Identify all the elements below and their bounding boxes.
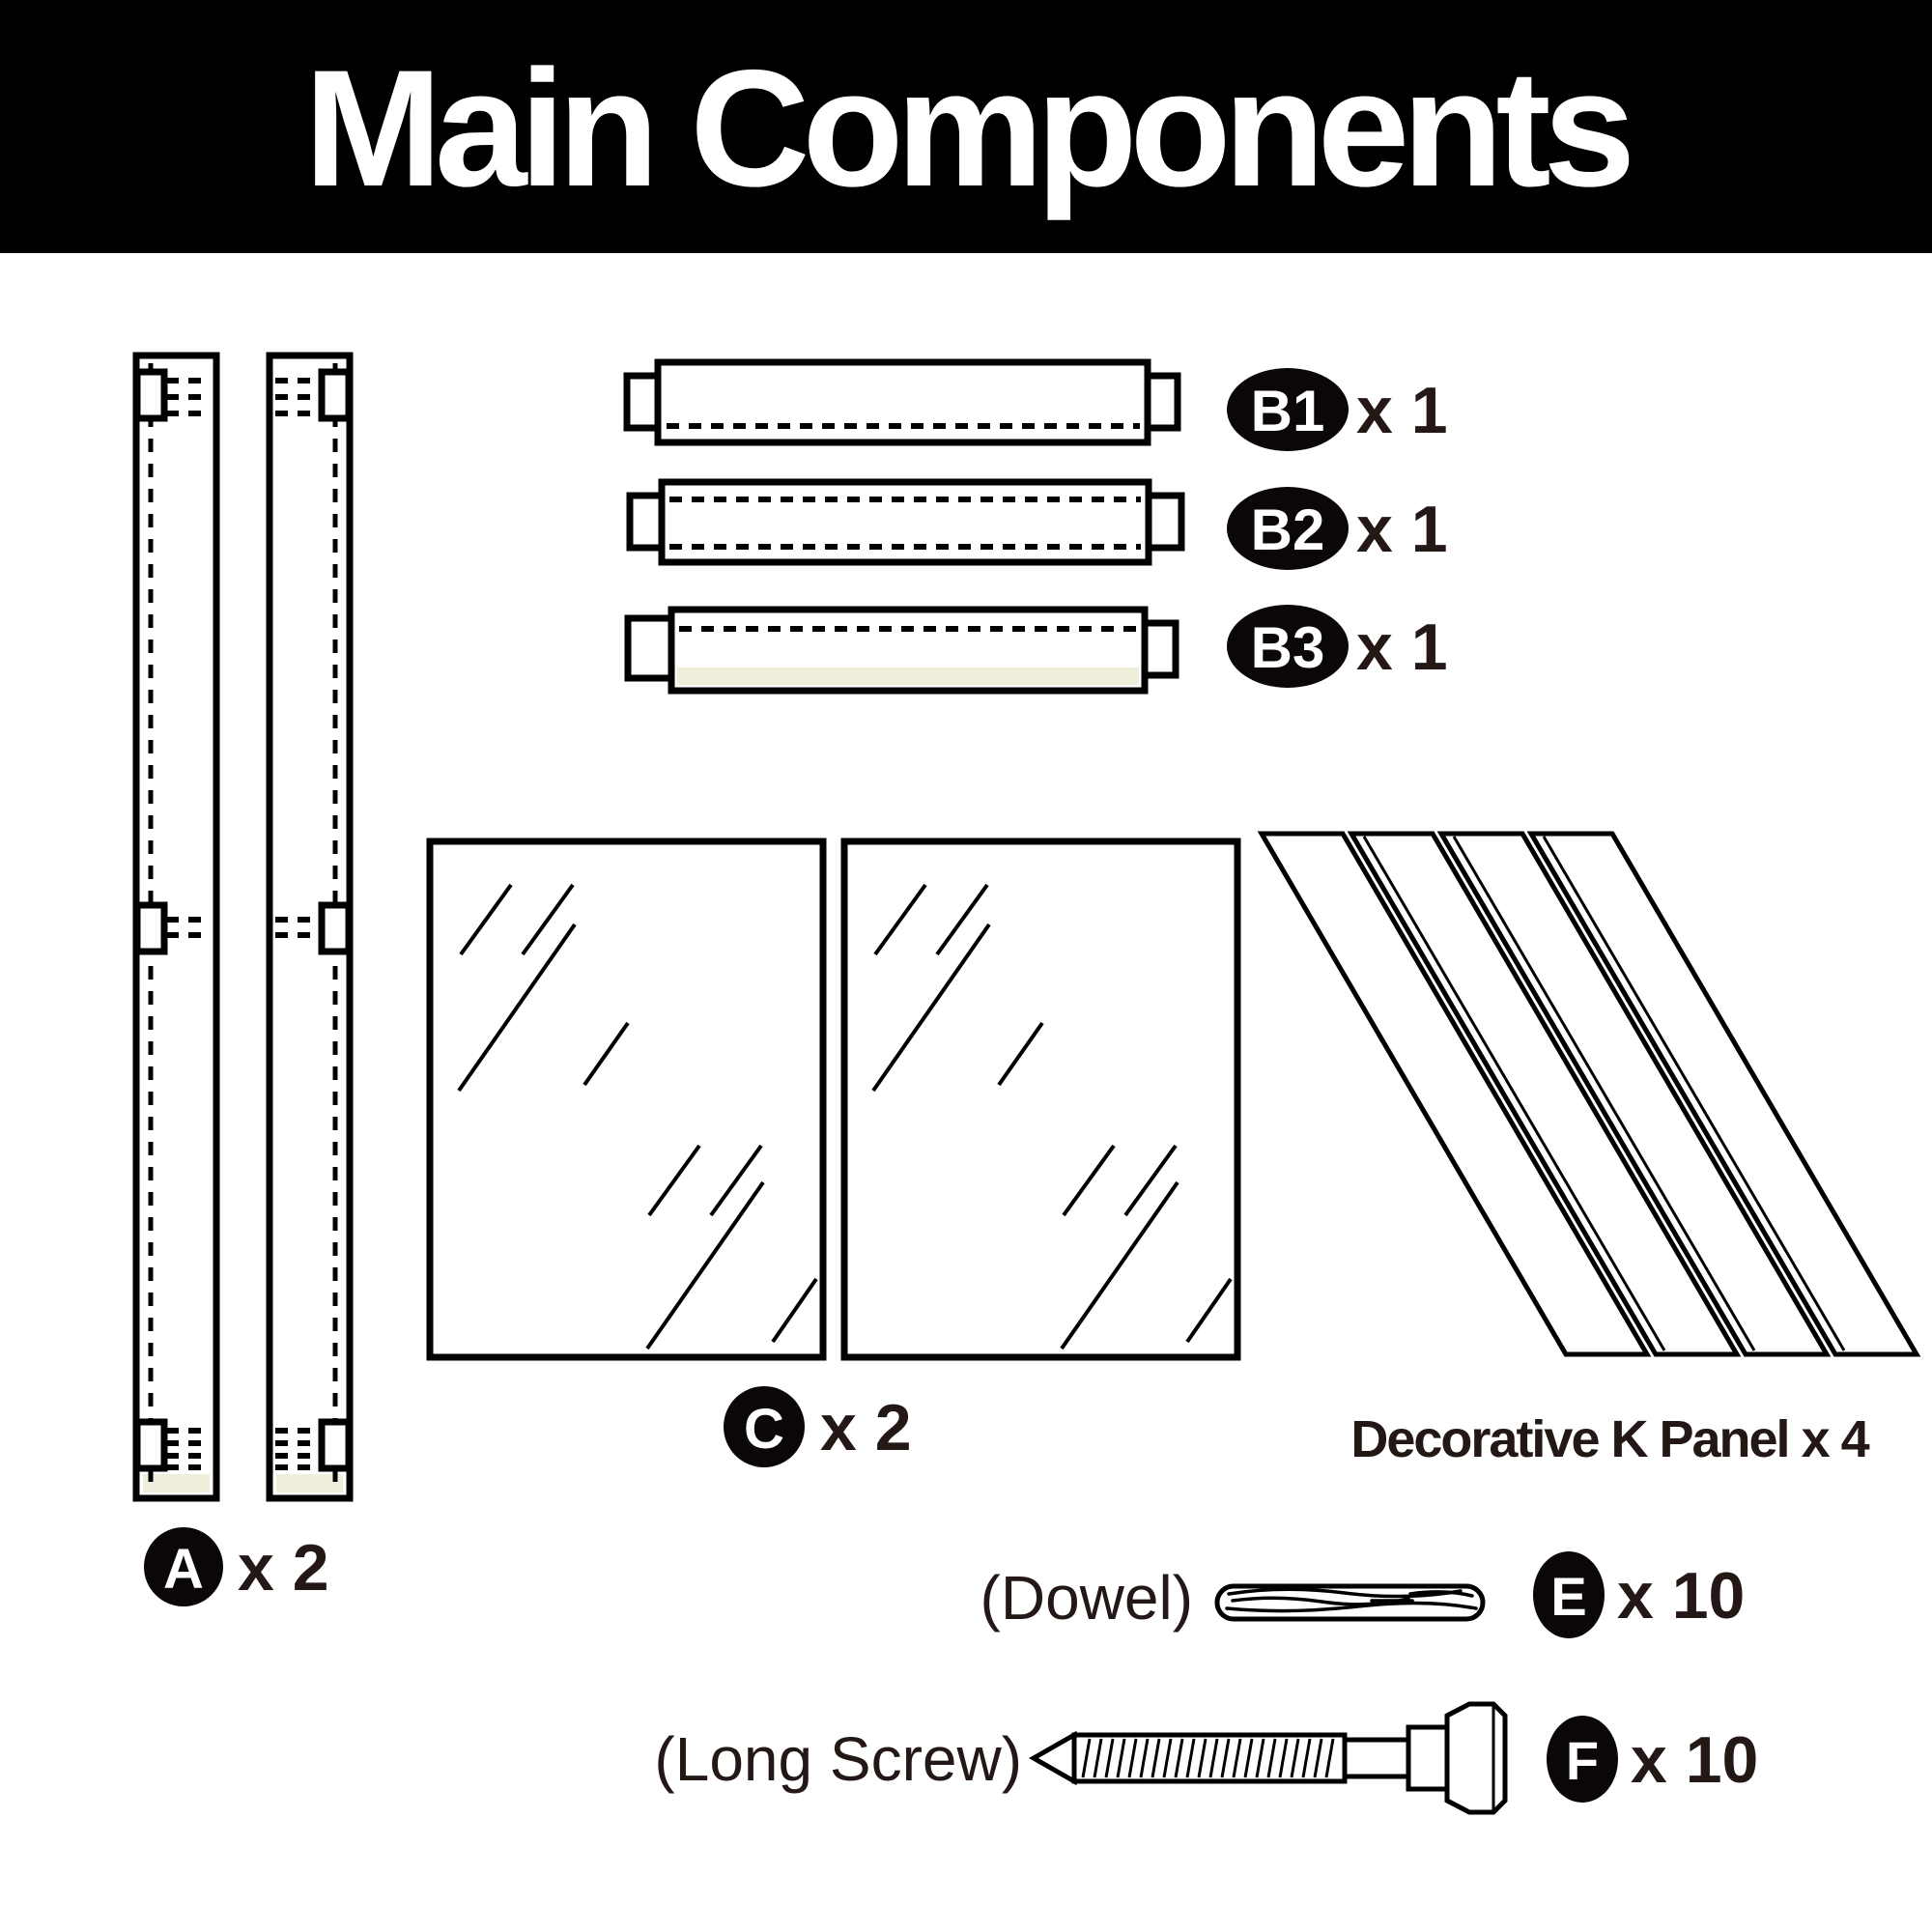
shine-line [873,883,927,956]
shine-line [582,1021,630,1087]
connector-block [133,368,168,422]
k-panel-strip [1257,831,1652,1357]
bar-b3: B3 x 1 [624,605,1448,695]
wood-grain-line [1227,1587,1463,1599]
badge-letter: B2 [1251,497,1325,562]
connector-block [133,901,168,955]
quantity-label: x 1 [1356,374,1448,447]
connector-block [318,368,353,422]
quantity-label: x 2 [238,1531,329,1605]
connector-block [133,1418,168,1472]
shine-line [1062,1144,1116,1217]
glass-shine-marks [457,883,818,1350]
part-badge-e [1533,1551,1605,1638]
screw-collar [1406,1724,1450,1792]
shine-line [935,883,989,956]
panel-edge-strip [276,1474,343,1492]
shine-line [1060,1180,1179,1350]
shine-line [521,883,575,956]
dowel-hole-marks [275,378,320,1470]
k-panel-strip [1436,831,1832,1357]
screw-tip [1028,1730,1077,1786]
label-c: C x 2 [724,1386,912,1467]
badge-letter: E [1550,1566,1586,1627]
shine-line [771,1277,818,1344]
bar-body [654,358,1151,446]
dowel-name-label: (Dowel) [980,1563,1193,1633]
connector-block [318,901,353,955]
k-panel-edge-line [1452,836,1756,1351]
bar-b2: B2 x 1 [626,478,1448,570]
quantity-label: x 1 [1356,493,1448,566]
panel-a-2 [266,352,354,1502]
glass-outline [840,838,1241,1361]
shine-line [645,1180,765,1350]
k-panel-edge-line [1362,836,1666,1351]
glass-shine-marks [871,883,1233,1350]
part-badge-a [144,1527,223,1606]
panel-c-2 [840,838,1241,1361]
quantity-label: x 1 [1356,611,1448,684]
part-badge-f [1547,1716,1618,1803]
shine-line [647,1144,701,1217]
shine-line [1123,1144,1178,1217]
k-panel-edge-line [1542,836,1846,1351]
quantity-label: x 10 [1631,1723,1758,1797]
shine-line [997,1021,1044,1087]
badge-letter: C [744,1398,784,1461]
k-panel-label: Decorative K Panel x 4 [1350,1410,1869,1468]
label-a: A x 2 [144,1527,329,1606]
shine-line [457,923,577,1093]
panel-c-1 [426,838,827,1361]
part-badge-c [724,1386,805,1467]
header-bar [0,0,1932,253]
badge-letter: A [163,1538,204,1601]
header: Main Components [0,0,1932,253]
k-panel-strip [1526,831,1921,1357]
part-badge-b2 [1227,487,1349,570]
end-tab [624,614,677,682]
decorative-k-panels: Decorative K Panel x 4 [1257,831,1921,1468]
part-badge-b3 [1227,605,1349,688]
dowel-graphic [1214,1583,1486,1622]
screw-row: (Long Screw) F x 10 [654,1701,1758,1815]
connector-block [318,1418,353,1472]
panel-a-1 [132,352,220,1502]
quantity-label: x 2 [820,1391,912,1464]
page-title: Main Components [304,36,1630,221]
bar-edge-strip [677,668,1139,685]
end-tab [1143,492,1185,552]
dowel-hole-marks [166,378,211,1470]
screw-shank [1342,1737,1411,1779]
screw-threads [1081,1738,1335,1778]
end-tab [1140,619,1179,679]
k-panel-strip [1347,831,1742,1357]
bar-body [658,478,1152,566]
screw-hex-head [1444,1701,1508,1815]
screw-name-label: (Long Screw) [654,1724,1022,1794]
badge-letter: F [1566,1730,1599,1791]
screw-graphic [1028,1701,1508,1815]
wood-grain-line [1225,1601,1478,1613]
badge-letter: B3 [1251,615,1325,680]
shine-line [459,883,513,956]
part-badge-b1 [1227,368,1349,451]
shine-line [709,1144,763,1217]
quantity-label: x 10 [1617,1559,1745,1633]
dowel-row: (Dowel) E x 10 [980,1551,1745,1638]
shine-line [1185,1277,1233,1344]
panel-edge-strip [143,1474,210,1492]
glass-outline [426,838,827,1361]
wood-grain-line [1408,1590,1474,1598]
shine-line [871,923,991,1093]
badge-letter: B1 [1251,379,1325,443]
bar-b1: B1 x 1 [623,358,1448,451]
